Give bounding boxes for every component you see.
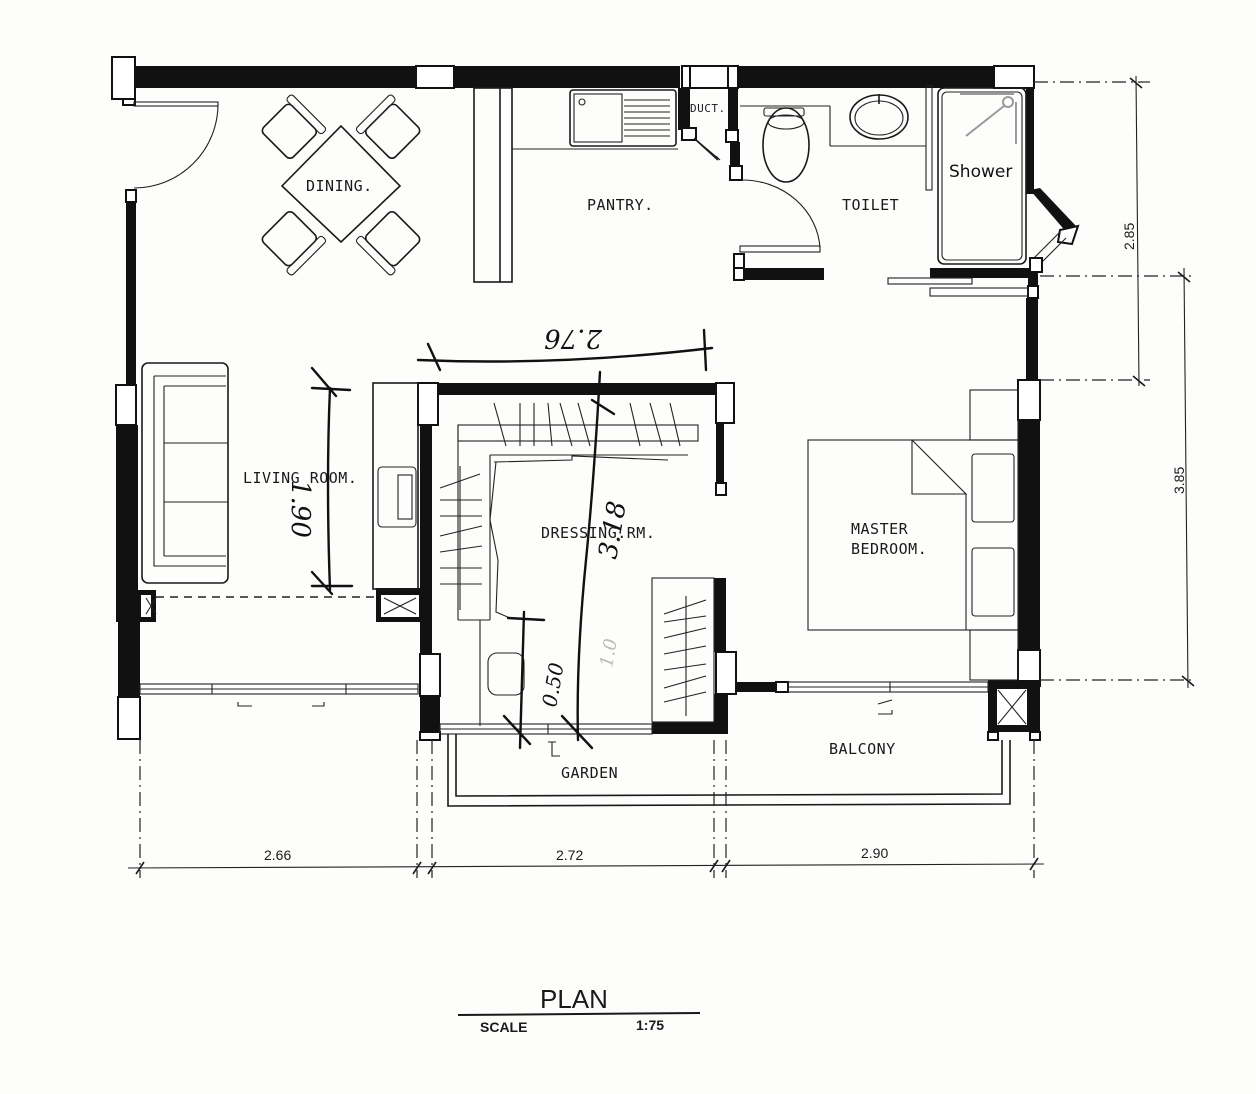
entry-door [133, 101, 219, 189]
dim-right-1: 2.85 [1121, 223, 1137, 250]
dining-table-set: DINING. [261, 94, 421, 276]
master-bedroom: MASTER BEDROOM. [787, 389, 1019, 715]
garden-balcony: GARDEN BALCONY [447, 734, 1011, 807]
shower-stall: Shower [937, 87, 1027, 265]
dimension-lines: 2.66 2.72 2.90 2.85 3.85 [127, 75, 1196, 878]
dressing-sliding-door [439, 723, 653, 757]
scale-label: SCALE [480, 1019, 527, 1035]
walls [111, 56, 1080, 741]
bed-icon [807, 439, 1019, 631]
sink-drainboard [624, 99, 670, 137]
sofa-icon [141, 362, 229, 584]
dim-right-2: 3.85 [1171, 467, 1187, 494]
plan-title: PLAN [540, 984, 608, 1014]
pillow-icon [971, 453, 1015, 523]
room-label-dining: DINING. [306, 177, 373, 195]
stool-icon [487, 652, 525, 696]
room-label-toilet: TOILET [842, 196, 899, 214]
living-sliding-door [139, 683, 419, 707]
tv-cabinet-icon [372, 382, 419, 590]
faint-pencil-mark: 1.0 [596, 637, 622, 669]
dim-bottom-2: 2.72 [556, 847, 583, 863]
room-label-shower: Shower [949, 162, 1012, 182]
wardrobe-hangers-left [439, 466, 483, 610]
wardrobe-hangers-top [493, 402, 681, 447]
washbasin-icon [849, 94, 909, 140]
bedroom-sliding-door [787, 681, 989, 715]
room-label-garden: GARDEN [561, 764, 618, 782]
dressing-room: DRESSING.RM. [439, 402, 715, 757]
room-label-master-line1: MASTER [851, 520, 909, 538]
pillow-icon [971, 547, 1015, 617]
living-room: LIVING ROOM. [139, 362, 419, 707]
room-label-balcony: BALCONY [829, 740, 896, 758]
room-label-duct: DUCT. [690, 102, 726, 115]
dim-bottom-1: 2.66 [264, 847, 291, 863]
shower-head-icon [1002, 96, 1014, 108]
handwritten-annotations: 2.76 1.90 3.18 0.50 1.0 [285, 323, 714, 750]
handwritten-dim-2-76: 2.76 [544, 323, 603, 353]
toilet-room: TOILET [739, 85, 933, 253]
wardrobe-right [651, 577, 715, 723]
wc-toilet-icon [762, 107, 810, 183]
pantry-area: PANTRY. DUCT. [473, 87, 726, 283]
room-label-dressing: DRESSING.RM. [541, 524, 655, 542]
handwritten-dim-3-18: 3.18 [593, 499, 633, 561]
title-block: PLAN SCALE 1:75 [457, 984, 701, 1035]
handwritten-dim-0-50: 0.50 [537, 661, 568, 709]
handwritten-dim-1-90: 1.90 [285, 480, 315, 538]
dim-bottom-3: 2.90 [861, 845, 888, 861]
scale-value: 1:75 [636, 1017, 664, 1033]
room-label-master-line2: BEDROOM. [851, 540, 927, 558]
room-label-pantry: PANTRY. [587, 196, 654, 214]
